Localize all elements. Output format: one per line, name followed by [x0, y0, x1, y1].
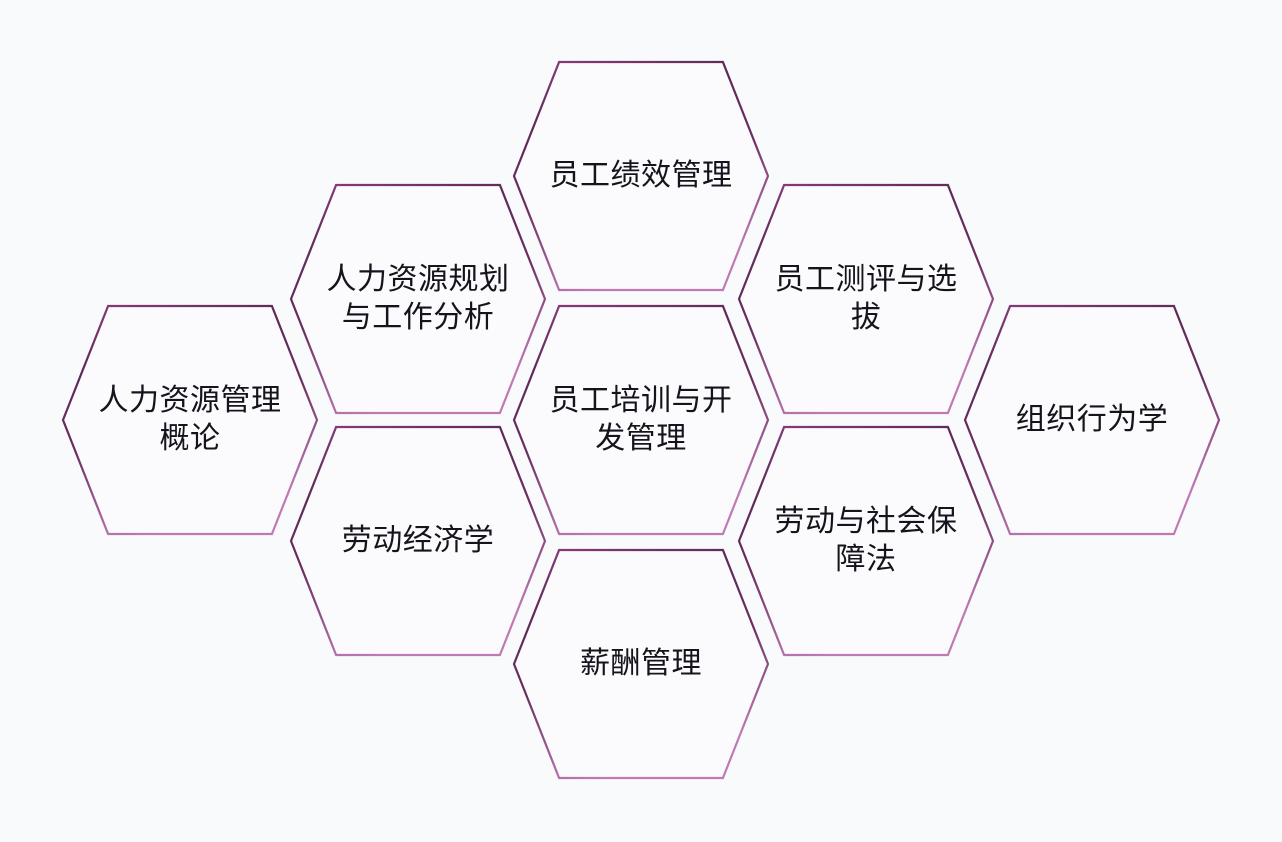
hexagon-cell-compensation-management[interactable]: [514, 550, 768, 778]
hexagon-cell-labor-social-security-law[interactable]: [739, 427, 993, 655]
hexagon-cell-employee-performance-management[interactable]: [514, 62, 768, 290]
hexagon-cell-hr-planning-job-analysis[interactable]: [291, 185, 545, 413]
hexagon-cell-labor-economics[interactable]: [291, 427, 545, 655]
hexagon-cell-hr-management-overview[interactable]: [63, 306, 317, 534]
hexagon-cell-employee-training-development-management[interactable]: [514, 306, 768, 534]
hexagon-cell-employee-assessment-selection[interactable]: [739, 185, 993, 413]
hexagon-cell-organizational-behavior[interactable]: [965, 306, 1219, 534]
hexagon-layer: [63, 62, 1219, 778]
